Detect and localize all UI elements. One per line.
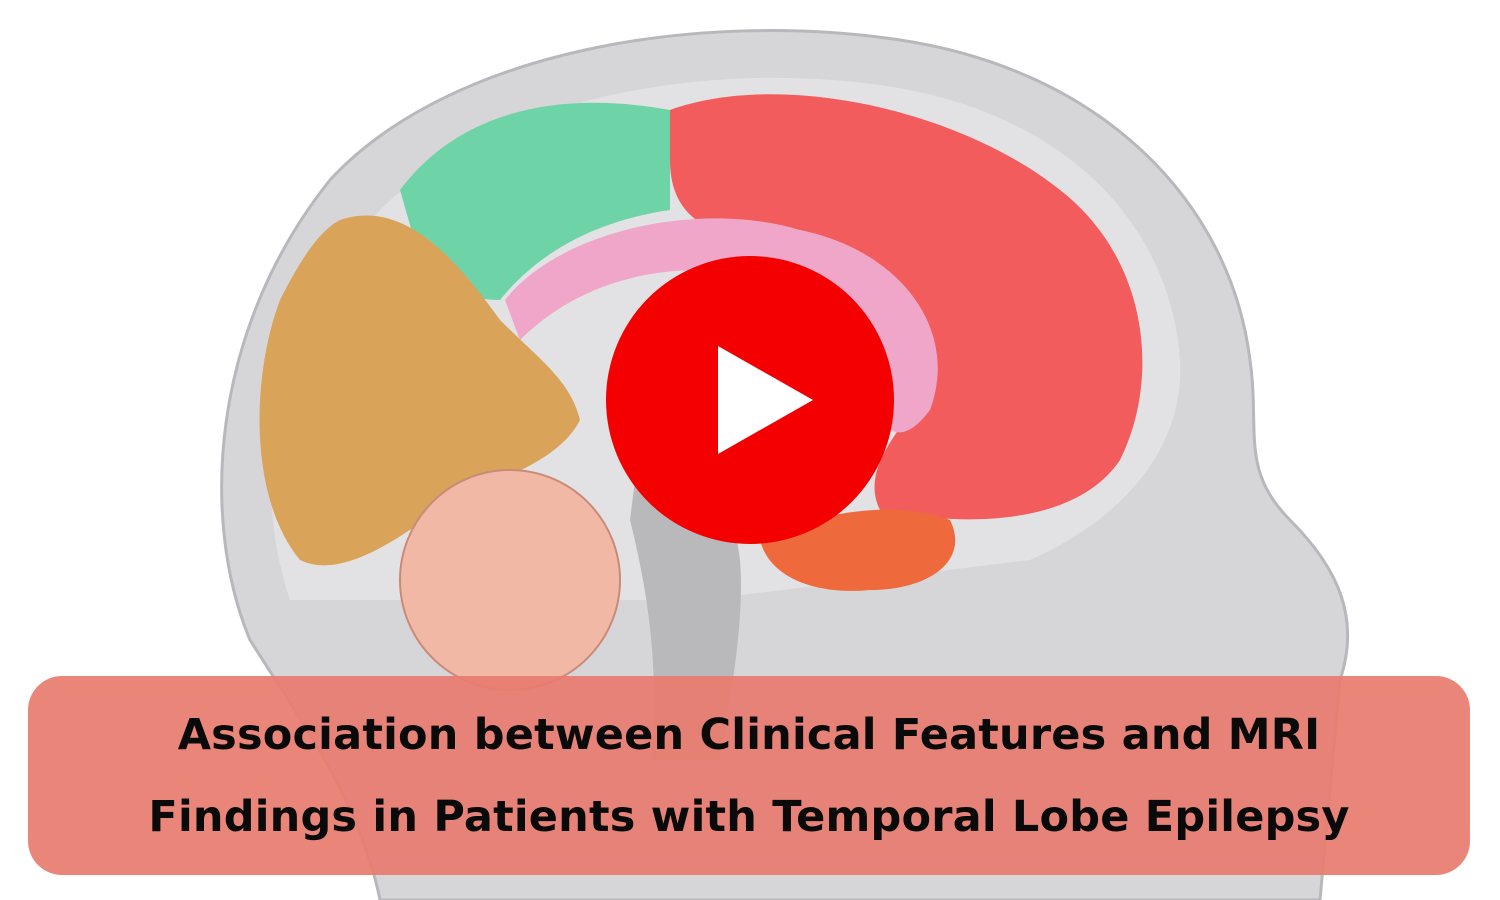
title-line-1: Association between Clinical Features an… xyxy=(177,709,1321,760)
cingulate-gyrus xyxy=(505,218,938,433)
cerebellum xyxy=(399,469,621,691)
title-banner: Association between Clinical Features an… xyxy=(28,676,1470,875)
play-button-icon xyxy=(718,346,813,454)
parietal-lobe xyxy=(400,102,670,300)
play-button[interactable] xyxy=(606,256,894,544)
title-line-2: Findings in Patients with Temporal Lobe … xyxy=(148,791,1350,842)
